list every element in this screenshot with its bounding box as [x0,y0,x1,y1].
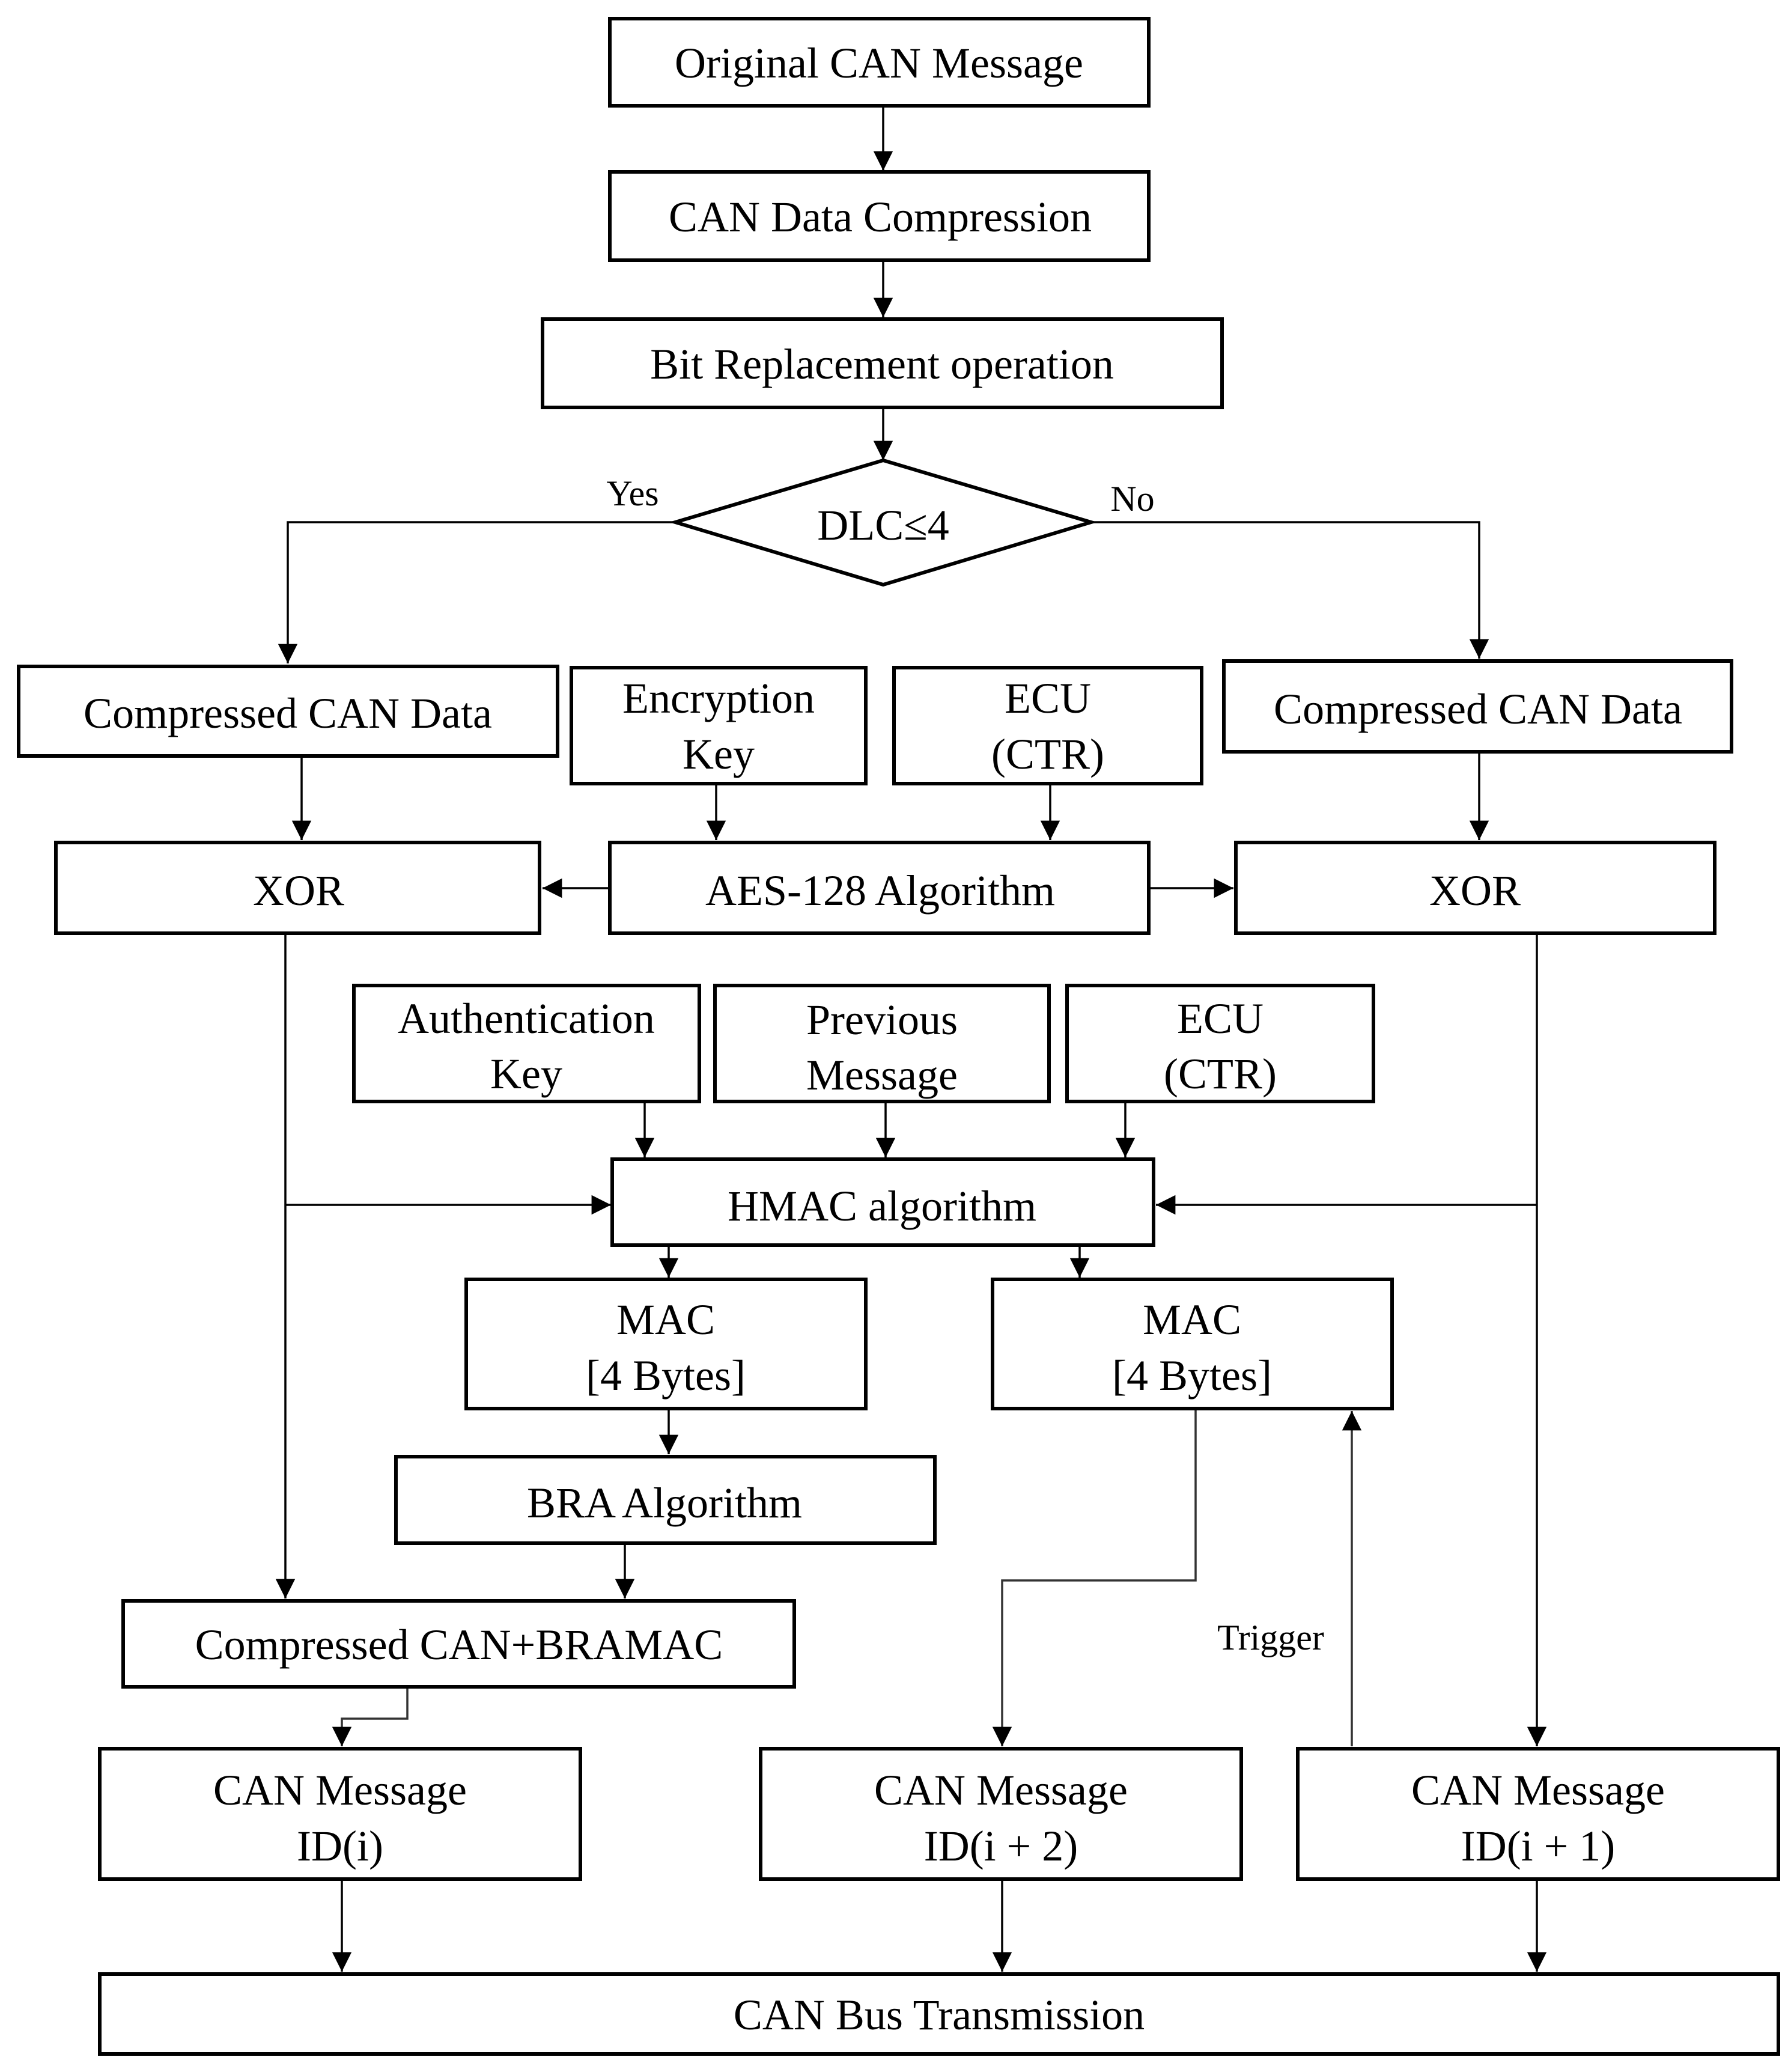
node-mac-left: MAC [4 Bytes] [464,1278,868,1410]
svg-text:XOR: XOR [1429,867,1521,915]
edge-bramac-to-msg-i [332,1687,409,1746]
svg-text:[4 Bytes]: [4 Bytes] [1112,1351,1272,1400]
svg-text:(CTR): (CTR) [1164,1050,1277,1098]
svg-text:ECU: ECU [1177,995,1263,1043]
node-msg-i2: CAN Message ID(i + 2) [759,1747,1243,1881]
svg-text:Message: Message [806,1051,958,1099]
node-compressed-right: Compressed CAN Data [1222,659,1733,754]
svg-text:Key: Key [490,1050,562,1098]
node-bra: BRA Algorithm [394,1455,937,1545]
svg-text:ID(i + 1): ID(i + 1) [1461,1822,1616,1870]
svg-text:DLC≤4: DLC≤4 [817,501,949,549]
node-bit-replacement: Bit Replacement operation [541,317,1224,409]
svg-text:AES-128 Algorithm: AES-128 Algorithm [705,867,1055,915]
svg-text:[4 Bytes]: [4 Bytes] [586,1351,746,1400]
node-msg-i: CAN Message ID(i) [98,1747,582,1881]
node-mac-right: MAC [4 Bytes] [991,1278,1394,1410]
svg-text:Key: Key [683,730,755,778]
svg-text:XOR: XOR [253,867,344,915]
node-ecu-ctr-mid: ECU (CTR) [1065,984,1375,1103]
svg-text:Compressed CAN Data: Compressed CAN Data [1274,685,1682,733]
svg-text:ID(i): ID(i) [297,1822,383,1870]
label-trigger: Trigger [1217,1618,1324,1657]
node-compressed-left: Compressed CAN Data [17,665,559,758]
node-xor-right: XOR [1234,841,1717,935]
svg-text:HMAC algorithm: HMAC algorithm [728,1182,1036,1230]
svg-text:Compressed CAN Data: Compressed CAN Data [84,689,492,737]
node-msg-i1: CAN Message ID(i + 1) [1296,1747,1780,1881]
svg-text:Compressed CAN+BRAMAC: Compressed CAN+BRAMAC [195,1621,723,1669]
label-yes: Yes [606,474,658,513]
node-auth-key: Authentication Key [352,984,701,1103]
edge-mac-right-to-msg-i2 [992,1409,1197,1746]
svg-text:MAC: MAC [616,1296,715,1344]
svg-text:Authentication: Authentication [398,995,655,1043]
node-previous-message: Previous Message [713,984,1051,1103]
node-compressed-bramac: Compressed CAN+BRAMAC [121,1599,796,1689]
svg-text:CAN Data Compression: CAN Data Compression [669,193,1092,241]
node-xor-left: XOR [54,841,541,935]
svg-text:CAN Message: CAN Message [874,1766,1128,1814]
node-hmac: HMAC algorithm [610,1157,1155,1247]
svg-text:MAC: MAC [1143,1296,1241,1344]
label-no: No [1110,479,1154,519]
svg-text:Encryption: Encryption [622,674,815,722]
node-original: Original CAN Message [608,17,1151,108]
svg-text:CAN Bus Transmission: CAN Bus Transmission [734,1991,1145,2039]
svg-text:CAN Message: CAN Message [213,1766,467,1814]
node-encryption-key: Encryption Key [570,666,868,785]
svg-text:ECU: ECU [1005,674,1091,722]
svg-text:BRA Algorithm: BRA Algorithm [527,1479,802,1527]
node-bus: CAN Bus Transmission [98,1972,1780,2056]
node-aes: AES-128 Algorithm [608,841,1151,935]
edge-decision-no [1091,521,1489,659]
svg-text:(CTR): (CTR) [991,730,1104,778]
node-ecu-ctr-top: ECU (CTR) [892,666,1203,785]
svg-text:ID(i + 2): ID(i + 2) [924,1822,1078,1870]
svg-text:Original CAN Message: Original CAN Message [675,39,1083,87]
node-decision: DLC≤4 [669,458,1098,587]
connectors [275,106,1547,1972]
svg-text:Bit Replacement operation: Bit Replacement operation [650,340,1114,388]
svg-text:Previous: Previous [806,996,958,1044]
svg-text:CAN Message: CAN Message [1411,1766,1665,1814]
edge-decision-yes [278,521,675,663]
node-compression: CAN Data Compression [608,170,1151,262]
